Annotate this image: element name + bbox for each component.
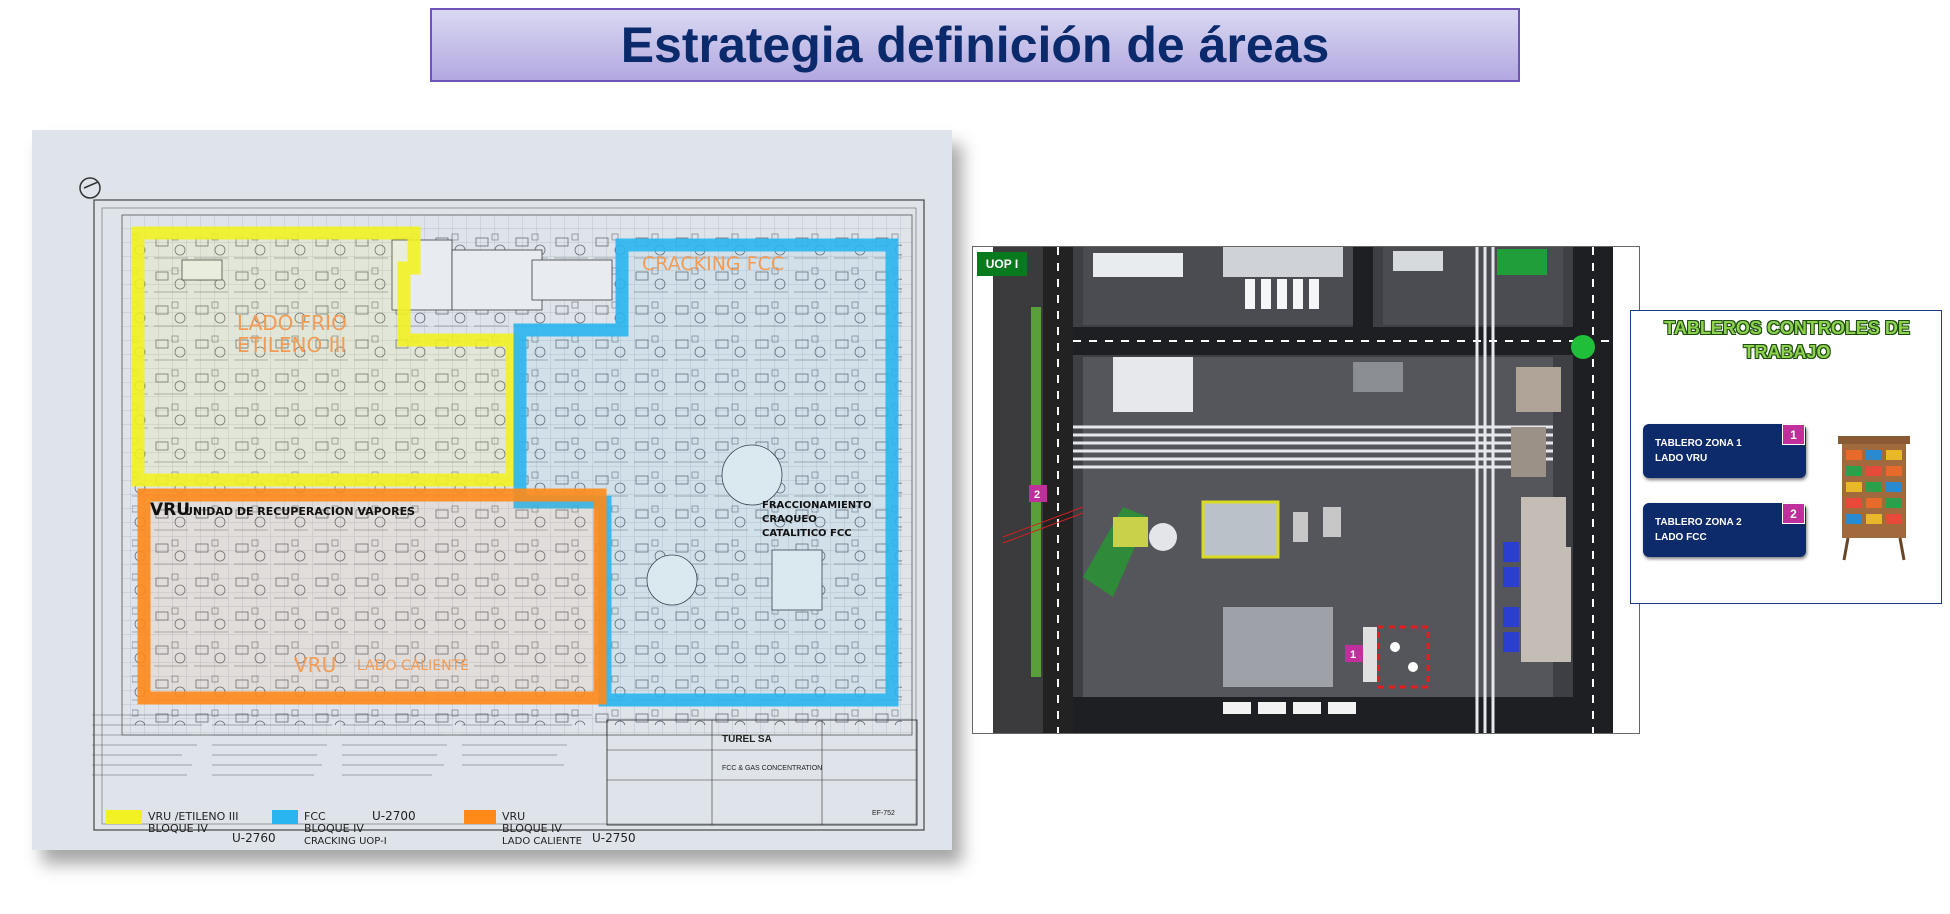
legend-yellow-line2: BLOQUE IV xyxy=(148,822,208,835)
legend-swatch-yellow xyxy=(106,810,142,824)
legend-swatch-blue xyxy=(272,810,298,824)
zone-1-line1: TABLERO ZONA 1 xyxy=(1655,438,1742,449)
color-legend: VRU /ETILENO III BLOQUE IV U-2760 FCC BL… xyxy=(106,809,636,847)
legend-blue-code: U-2700 xyxy=(372,809,416,823)
label-vru-caliente: VRU xyxy=(294,653,336,677)
legend-orange-line3: LADO CALIENTE xyxy=(502,836,582,847)
plant-3d-render: 2 1 xyxy=(972,246,1640,734)
label-lado-frio: LADO FRIO xyxy=(237,311,347,335)
zone-1-button[interactable]: TABLERO ZONA 1 LADO VRU xyxy=(1643,424,1806,478)
legend-orange-code: U-2750 xyxy=(592,831,636,845)
zone-2-line1: TABLERO ZONA 2 xyxy=(1655,517,1742,528)
plant-marker-1: 1 xyxy=(1350,649,1356,661)
label-fraccionamiento: FRACCIONAMIENTO xyxy=(762,500,871,511)
label-unidad-recuperacion: UNIDAD DE RECUPERACION VAPORES xyxy=(184,505,415,518)
title-banner: Estrategia definición de áreas xyxy=(430,8,1520,82)
plant-render-drawing: 2 1 xyxy=(973,247,1639,733)
label-craqueo: CRAQUEO xyxy=(762,514,817,525)
zone-2-line2: LADO FCC xyxy=(1655,532,1707,543)
zone-2-button[interactable]: TABLERO ZONA 2 LADO FCC xyxy=(1643,503,1806,557)
label-etileno: ETILENO III xyxy=(237,333,346,357)
label-cracking-fcc: CRACKING FCC xyxy=(642,253,784,275)
panel-title: TABLEROS CONTROLES DE TRABAJO xyxy=(1664,318,1910,362)
title-block-project: FCC & GAS CONCENTRATION xyxy=(722,765,822,772)
plant-marker-2: 2 xyxy=(1034,489,1040,501)
title-block-sheet: EF-752 xyxy=(872,810,895,817)
zone-1-line2: LADO VRU xyxy=(1655,453,1708,464)
title-block-company: TUREL SA xyxy=(722,734,772,745)
legend-swatch-orange xyxy=(464,810,496,824)
label-lado-caliente: LADO CALIENTE xyxy=(357,658,469,674)
plot-plan-blueprint: LADO FRIO ETILENO III CRACKING FCC VRU U… xyxy=(32,130,952,850)
uop-badge: UOP I xyxy=(977,252,1027,276)
drawing-title-block: TUREL SA FCC & GAS CONCENTRATION EF-752 xyxy=(606,719,918,826)
zone-2-badge: 2 xyxy=(1782,503,1805,524)
legend-orange-line2: BLOQUE IV xyxy=(502,822,562,835)
north-arrow-icon xyxy=(79,177,101,199)
legend-orange-line1: VRU xyxy=(502,810,525,823)
legend-blue-line3: CRACKING UOP-I xyxy=(304,836,387,847)
legend-blue-line1: FCC xyxy=(304,810,326,823)
label-vru: VRU xyxy=(150,500,190,520)
label-catalitico: CATALITICO FCC xyxy=(762,528,852,539)
legend-blue-line2: BLOQUE IV xyxy=(304,822,364,835)
blueprint-drawing: LADO FRIO ETILENO III CRACKING FCC VRU U… xyxy=(32,130,952,850)
page-title: Estrategia definición de áreas xyxy=(620,17,1330,73)
cabinet-icon xyxy=(1832,432,1916,562)
legend-yellow-line1: VRU /ETILENO III xyxy=(148,810,239,823)
zone-1-badge: 1 xyxy=(1782,424,1805,445)
legend-yellow-code: U-2760 xyxy=(232,831,276,845)
